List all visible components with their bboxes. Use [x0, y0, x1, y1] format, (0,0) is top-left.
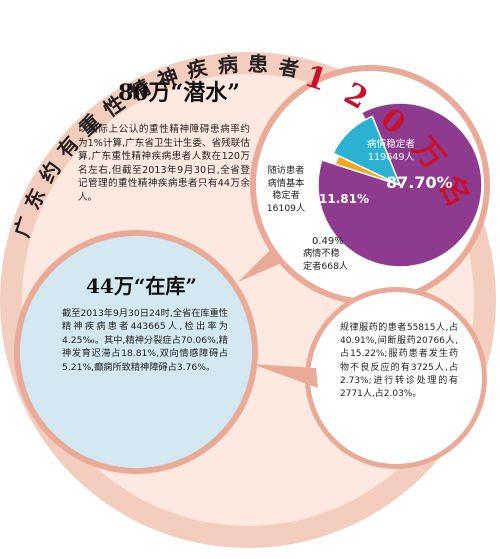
pie-slice-followup: [332, 115, 402, 187]
title-char: 病: [216, 52, 239, 78]
top-heading: 80万“潜水”: [118, 82, 318, 118]
pie-chart: [317, 102, 483, 268]
top-heading-text: 80万“潜水”: [118, 80, 240, 106]
pie-pct-followup: 11.81%: [319, 192, 369, 206]
pie-bubble-tail: [238, 250, 284, 282]
top-paragraph: 以国际上公认的重性精神障碍患病率约为1%计算,广东省卫生计生委、省残联估算,广东…: [78, 124, 250, 203]
bottom-bubble: [310, 292, 482, 464]
bottom-bubble-tail: [252, 364, 318, 388]
middle-paragraph: 截至2013年9月30日24时,全省在库重性精神疾病患者443665人,检出率为…: [62, 308, 228, 373]
pie-pct-stable: 87.70%: [386, 173, 453, 192]
pie-label-followup: 随访患者 病情基本 稳定者 16109人: [266, 165, 306, 214]
middle-heading: 44万“在库”: [86, 274, 197, 298]
pie-label-unstable: 病情不稳 定者668人: [303, 248, 349, 272]
middle-bubble: [20, 236, 252, 468]
title-char: 者: [277, 54, 301, 82]
pie-pct-unstable: 0.49%: [312, 236, 344, 247]
pie-label-stable: 病情稳定者 119649人: [367, 139, 415, 163]
title-char: 患: [247, 51, 269, 77]
bottom-paragraph: 规律服药的患者55815人,占40.91%,间断服药20766人,占15.22%…: [340, 323, 458, 400]
